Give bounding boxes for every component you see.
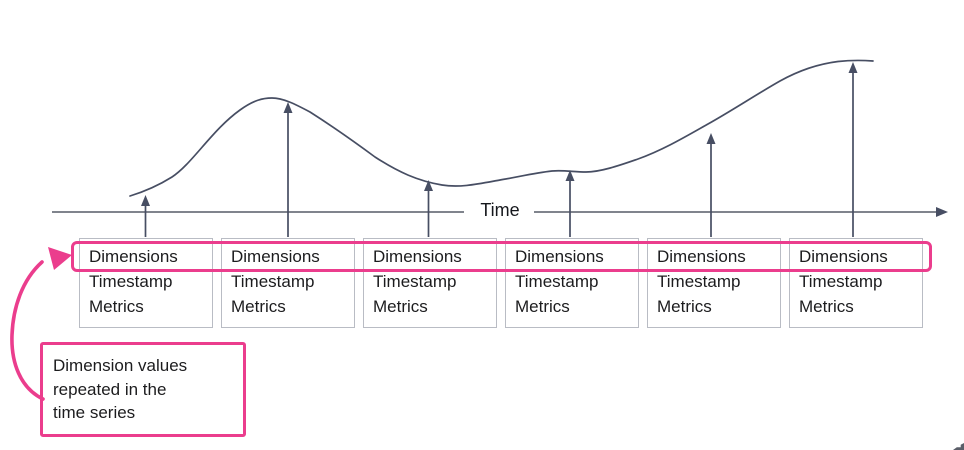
record-timestamp-label: Timestamp	[515, 272, 599, 291]
series-curve	[129, 59, 874, 197]
record-box-3: Dimensions Timestamp Metrics	[363, 238, 497, 328]
record-dimensions-label: Dimensions	[373, 247, 462, 266]
record-metrics-label: Metrics	[799, 297, 854, 316]
record-timestamp-label: Timestamp	[89, 272, 173, 291]
record-dimensions-label: Dimensions	[515, 247, 604, 266]
record-box-6: Dimensions Timestamp Metrics	[789, 238, 923, 328]
record-metrics-label: Metrics	[515, 297, 570, 316]
record-metrics-label: Metrics	[657, 297, 712, 316]
sample-arrow-5	[706, 133, 716, 237]
record-metrics-label: Metrics	[373, 297, 428, 316]
record-dimensions-label: Dimensions	[89, 247, 178, 266]
record-box-5: Dimensions Timestamp Metrics	[647, 238, 781, 328]
record-dimensions-label: Dimensions	[231, 247, 320, 266]
dimensions-row-highlight	[71, 241, 932, 272]
callout-text-line: repeated in the	[53, 379, 167, 399]
axis-arrowhead-icon	[936, 207, 948, 217]
record-metrics-label: Metrics	[231, 297, 286, 316]
record-dimensions-label: Dimensions	[799, 247, 888, 266]
record-box-2: Dimensions Timestamp Metrics	[221, 238, 355, 328]
sample-arrow-1	[141, 195, 150, 237]
sample-arrow-3	[424, 180, 433, 237]
sample-arrow-6	[848, 62, 858, 237]
record-box-4: Dimensions Timestamp Metrics	[505, 238, 639, 328]
callout-arrowhead-icon	[48, 247, 72, 270]
callout-text-line: time series	[53, 403, 136, 422]
record-dimensions-label: Dimensions	[657, 247, 746, 266]
record-timestamp-label: Timestamp	[373, 272, 457, 291]
time-axis-label: Time	[480, 200, 520, 220]
sample-arrow-2	[283, 102, 293, 237]
record-timestamp-label: Timestamp	[799, 272, 883, 291]
record-box-1: Dimensions Timestamp Metrics	[79, 238, 213, 328]
record-timestamp-label: Timestamp	[657, 272, 741, 291]
callout-box: Dimension values repeated in the time se…	[40, 342, 246, 437]
record-metrics-label: Metrics	[89, 297, 144, 316]
sample-arrow-4	[565, 170, 575, 237]
corner-artifact	[953, 443, 964, 450]
callout-text-line: Dimension values	[53, 356, 188, 375]
record-timestamp-label: Timestamp	[231, 272, 315, 291]
